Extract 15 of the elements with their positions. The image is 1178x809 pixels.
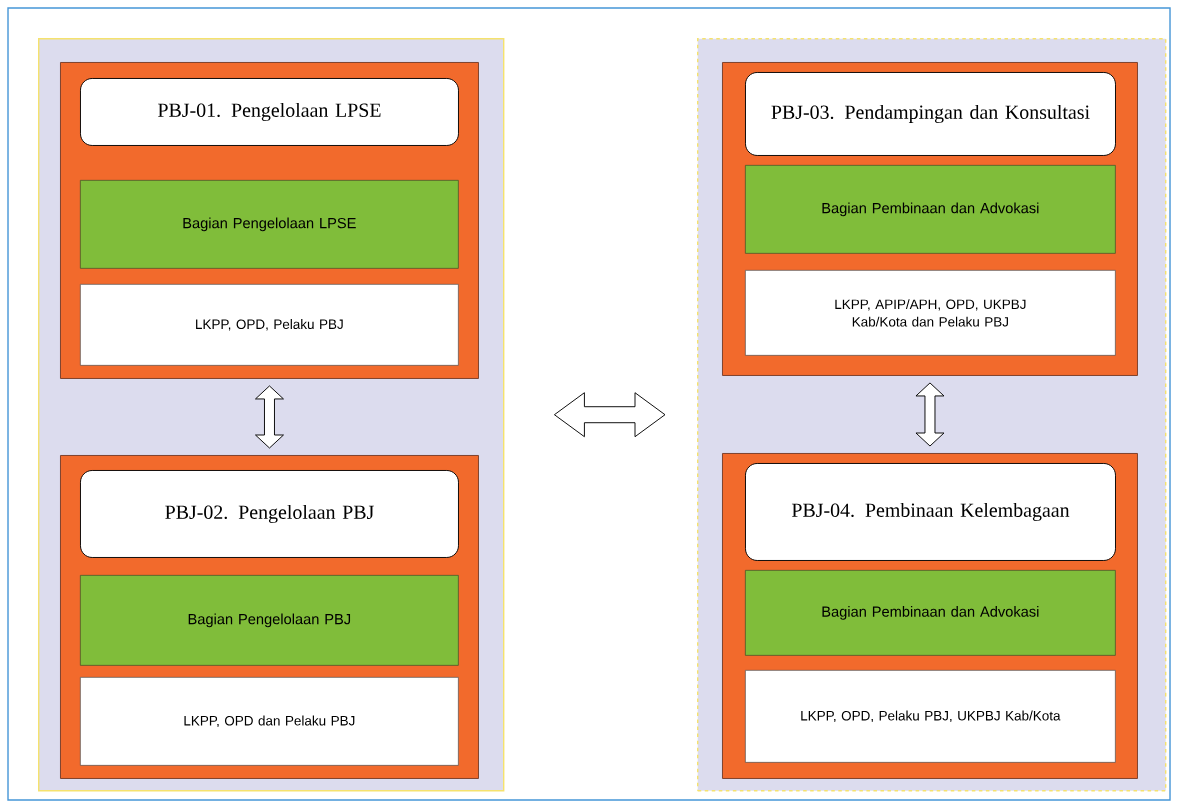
double-arrow: [255, 385, 284, 449]
department-box: Bagian Pengelolaan PBJ: [80, 575, 459, 666]
title-box: PBJ-02. Pengelolaan PBJ: [80, 470, 459, 558]
department-box: Bagian Pembinaan dan Advokasi: [745, 570, 1116, 656]
double-arrow: [553, 392, 666, 438]
department-box: Bagian Pembinaan dan Advokasi: [745, 165, 1116, 254]
stakeholder-box: LKPP, OPD, Pelaku PBJ, UKPBJ Kab/Kota: [745, 670, 1116, 763]
double-arrow: [915, 382, 945, 447]
stakeholder-box: LKPP, OPD dan Pelaku PBJ: [80, 677, 459, 766]
stakeholder-box: LKPP, OPD, Pelaku PBJ: [80, 284, 459, 366]
title-box: PBJ-03. Pendampingan dan Konsultasi: [745, 72, 1116, 156]
title-box: PBJ-01. Pengelolaan LPSE: [80, 78, 459, 146]
department-box: Bagian Pengelolaan LPSE: [80, 180, 459, 269]
stakeholder-box: LKPP, APIP/APH, OPD, UKPBJ Kab/Kota dan Pelaku PBJ: [745, 270, 1116, 356]
title-box: PBJ-04. Pembinaan Kelembagaan: [745, 463, 1116, 561]
